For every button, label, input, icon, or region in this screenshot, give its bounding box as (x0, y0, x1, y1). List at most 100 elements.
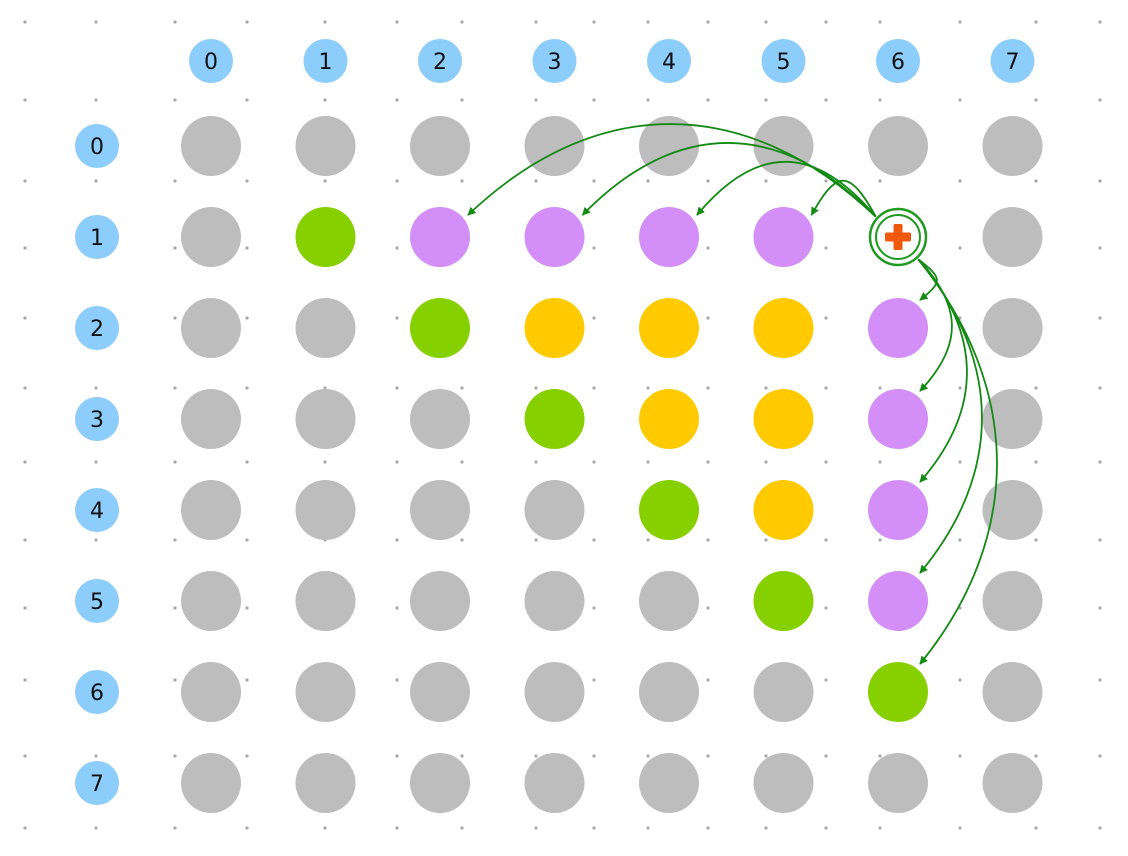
label-badge (761, 39, 806, 83)
grid-dot (592, 98, 596, 102)
grid-dot (646, 460, 650, 464)
grid-dot (245, 606, 249, 610)
grid-dot (1034, 20, 1038, 24)
grid-dot (592, 20, 596, 24)
grid-dot (323, 98, 327, 102)
grid-dot (1034, 754, 1038, 758)
grid-dot (460, 538, 464, 542)
cell-purple (410, 207, 470, 267)
grid-dot (878, 754, 882, 758)
cell-gray (982, 480, 1043, 540)
grid-dot (395, 98, 399, 102)
label-badge (647, 39, 691, 83)
grid-dot (958, 20, 962, 24)
cell-gray (524, 662, 585, 722)
grid-dot (245, 20, 249, 24)
grid-dot (1034, 826, 1038, 830)
cell-gray (524, 753, 585, 813)
move-arrow (696, 160, 877, 218)
grid-dot (824, 179, 828, 183)
grid-dot (1098, 826, 1102, 830)
grid-dot (1098, 20, 1102, 24)
grid-dot (824, 98, 828, 102)
grid-dot (395, 678, 399, 682)
grid-dot (706, 20, 710, 24)
grid-dot (460, 179, 464, 183)
grid-dot (323, 386, 327, 390)
cell-gray (181, 116, 241, 176)
cell-gray (982, 753, 1043, 813)
cell-gray (181, 207, 241, 267)
grid-dot (94, 754, 98, 758)
label-badge (303, 39, 348, 83)
grid-dot (958, 386, 962, 390)
cell-purple (753, 207, 814, 267)
grid-dot (706, 246, 710, 250)
row-label-text: 4 (90, 499, 104, 524)
label-badge (75, 761, 119, 805)
grid-dot (460, 386, 464, 390)
label-badge (532, 39, 577, 83)
cell-gray (181, 753, 241, 813)
column-label-text: 2 (433, 50, 447, 75)
row-label-text: 6 (90, 681, 104, 706)
cell-gray (524, 480, 585, 540)
grid-dot (395, 538, 399, 542)
grid-dot (173, 538, 177, 542)
grid-dot (592, 538, 596, 542)
grid-dot (706, 386, 710, 390)
grid-dot (764, 98, 768, 102)
row-label-text: 1 (90, 226, 104, 251)
row-label: 2 (75, 306, 119, 350)
column-label: 5 (761, 39, 806, 83)
grid-dot (878, 386, 882, 390)
grid-dot (245, 826, 249, 830)
grid-dot (1098, 98, 1102, 102)
grid-dot (173, 316, 177, 320)
grid-dot (958, 754, 962, 758)
grid-dot (395, 179, 399, 183)
cell-gray (982, 298, 1043, 358)
grid-dot (460, 20, 464, 24)
grid-dot (592, 386, 596, 390)
grid-dot (94, 179, 98, 183)
grid-dot (824, 678, 828, 682)
grid-dot (1098, 538, 1102, 542)
grid-dot (245, 179, 249, 183)
cell-gray (295, 298, 356, 358)
cell-purple (868, 480, 928, 540)
grid-dot (534, 386, 538, 390)
move-arrow (467, 123, 877, 218)
grid-dot (395, 826, 399, 830)
grid-dot (764, 460, 768, 464)
grid-dot (23, 754, 27, 758)
grid-dot (646, 20, 650, 24)
grid-dot (706, 179, 710, 183)
grid-dot (173, 98, 177, 102)
row-label: 3 (75, 397, 119, 441)
plus-icon (885, 224, 911, 250)
row-label-text: 0 (90, 135, 104, 160)
cell-gray (524, 571, 585, 631)
grid-dot (173, 386, 177, 390)
grid-dot (824, 826, 828, 830)
column-label-text: 3 (548, 50, 562, 75)
cell-gray (295, 662, 356, 722)
column-label: 6 (876, 39, 920, 83)
grid-dot (460, 826, 464, 830)
cell-gray (410, 116, 470, 176)
grid-dot (878, 538, 882, 542)
grid-dot (1034, 460, 1038, 464)
column-label: 7 (990, 39, 1035, 83)
label-badge (75, 579, 119, 623)
row-label: 5 (75, 579, 119, 623)
grid-dot (646, 386, 650, 390)
grid-dot (1098, 316, 1102, 320)
cell-gray (982, 571, 1043, 631)
cell-gray (639, 662, 699, 722)
grid-dot (958, 538, 962, 542)
row-label: 1 (75, 215, 119, 259)
grid-dot (1098, 246, 1102, 250)
cell-gray (639, 753, 699, 813)
cell-gray (753, 753, 814, 813)
